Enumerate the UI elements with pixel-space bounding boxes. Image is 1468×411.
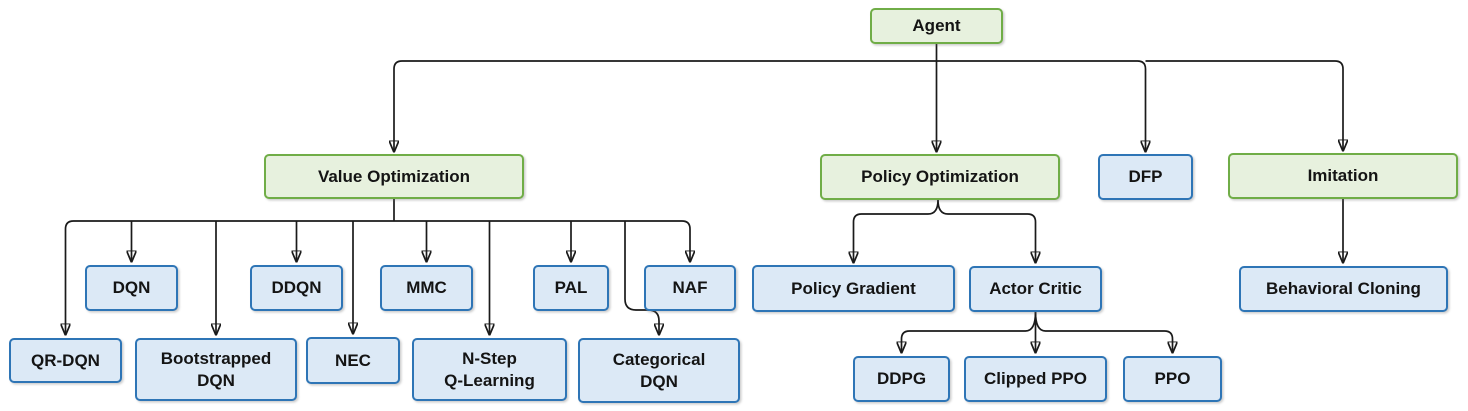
node-nec: NEC <box>306 337 400 384</box>
node-ppo: PPO <box>1123 356 1222 402</box>
value-optimization-connectors <box>66 199 691 334</box>
node-imitation: Imitation <box>1228 153 1458 199</box>
node-bootstrapped-dqn: Bootstrapped DQN <box>135 338 297 401</box>
node-categorical-dqn: Categorical DQN <box>578 338 740 403</box>
policy-optimization-connectors <box>854 199 1036 262</box>
node-actor-critic: Actor Critic <box>969 266 1102 312</box>
node-agent: Agent <box>870 8 1003 44</box>
node-dqn: DQN <box>85 265 178 311</box>
node-policy-gradient: Policy Gradient <box>752 265 955 312</box>
node-naf: NAF <box>644 265 736 311</box>
node-policy-optimization: Policy Optimization <box>820 154 1060 200</box>
node-behavioral-cloning: Behavioral Cloning <box>1239 266 1448 312</box>
node-ddpg: DDPG <box>853 356 950 402</box>
actor-critic-connectors <box>902 311 1173 352</box>
node-dfp: DFP <box>1098 154 1193 200</box>
node-value-optimization: Value Optimization <box>264 154 524 199</box>
node-mmc: MMC <box>380 265 473 311</box>
node-n-step-q-learning: N-Step Q-Learning <box>412 338 567 401</box>
node-pal: PAL <box>533 265 609 311</box>
node-clipped-ppo: Clipped PPO <box>964 356 1107 402</box>
node-qr-dqn: QR-DQN <box>9 338 122 383</box>
level1-connectors <box>394 44 1343 151</box>
node-ddqn: DDQN <box>250 265 343 311</box>
